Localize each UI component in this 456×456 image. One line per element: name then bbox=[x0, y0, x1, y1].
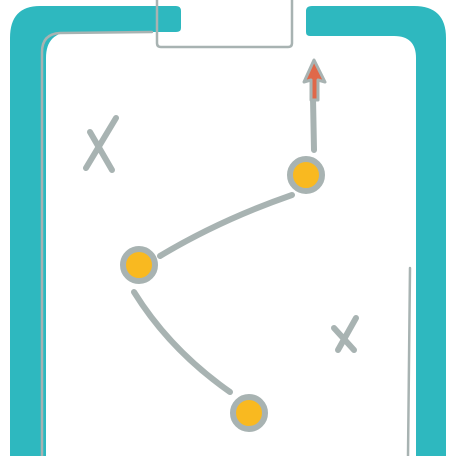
connector-lines bbox=[131, 95, 317, 395]
x-marker-icon bbox=[83, 115, 119, 173]
arrow-icon bbox=[302, 58, 327, 102]
clip-tab-icon bbox=[155, 0, 294, 49]
frame-left-outline bbox=[40, 30, 154, 456]
x-marker-icon bbox=[331, 315, 359, 353]
node bbox=[287, 156, 325, 194]
connector-line bbox=[131, 289, 233, 395]
connector-line bbox=[157, 192, 295, 259]
frame-right-outline bbox=[406, 266, 412, 456]
frame-left-icon bbox=[10, 6, 181, 456]
connector-line bbox=[310, 95, 317, 153]
node bbox=[230, 394, 268, 432]
node bbox=[120, 246, 158, 284]
frame-right-icon bbox=[306, 6, 446, 456]
